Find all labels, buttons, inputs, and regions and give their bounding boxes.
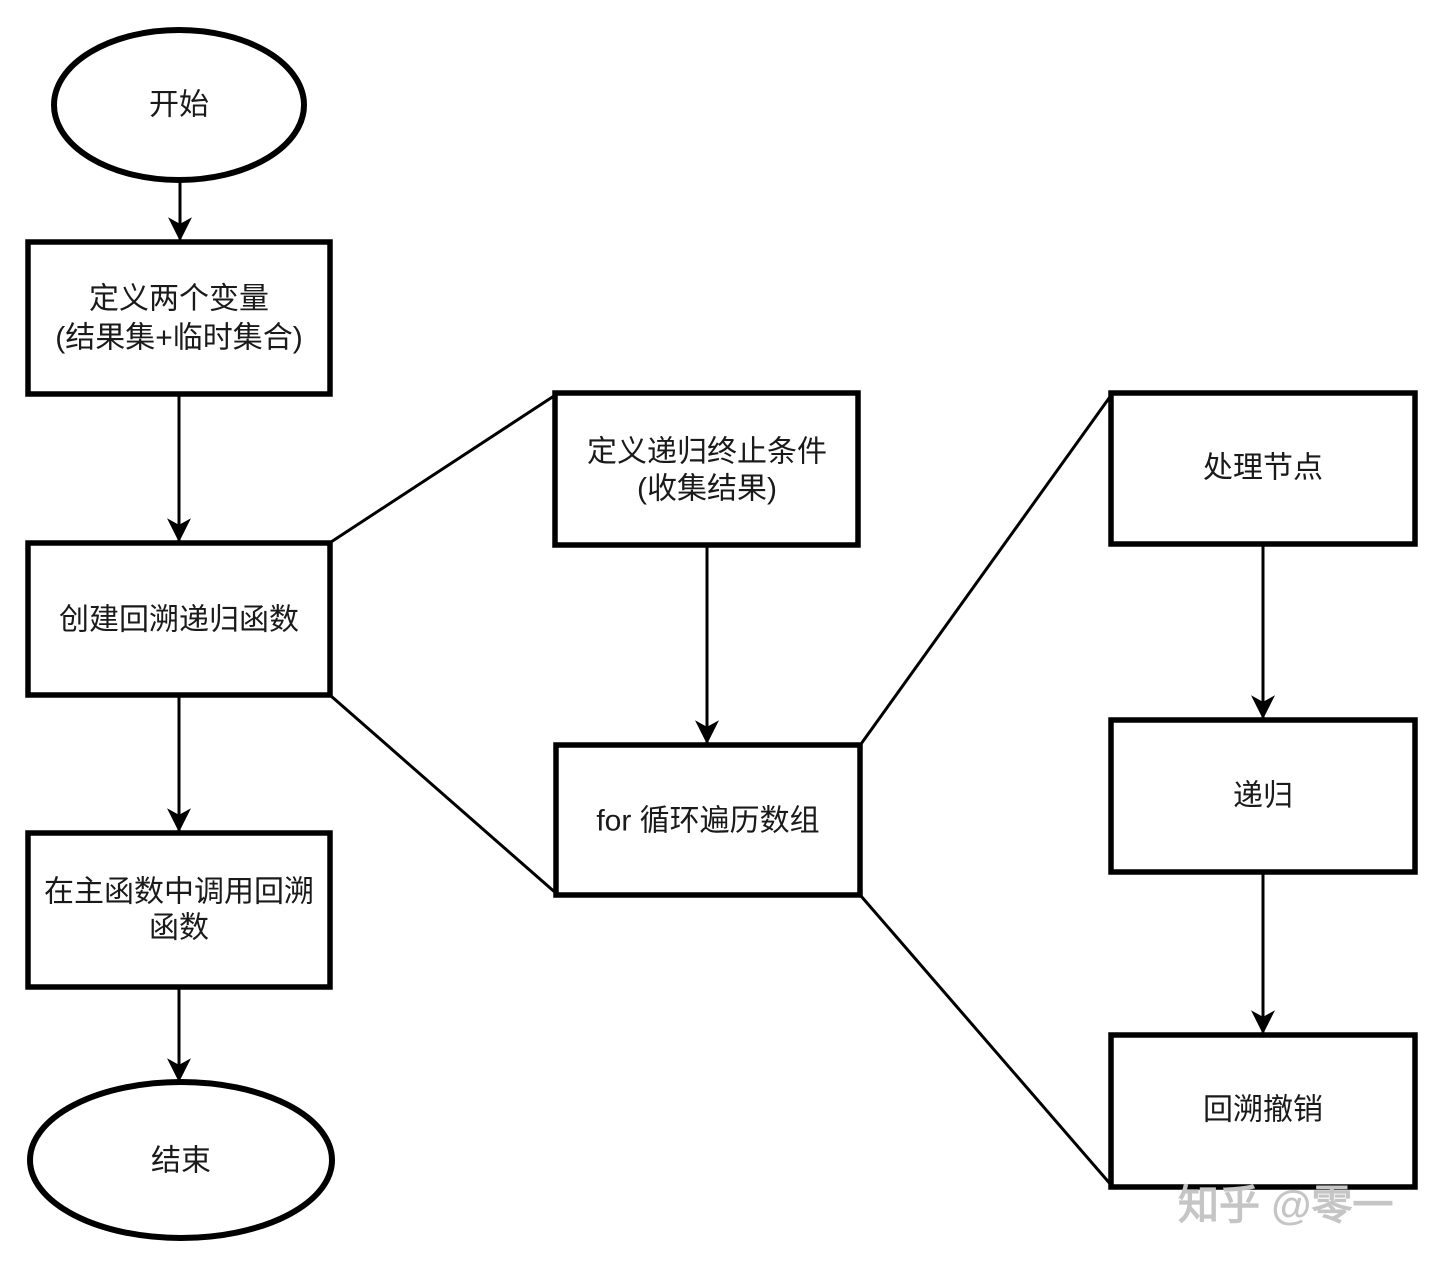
edge-create-to-termination-line xyxy=(330,392,558,544)
create-backtrack-fn-node-label: 创建回溯递归函数 xyxy=(59,604,299,637)
zhihu-watermark: 知乎 @零一 xyxy=(1178,1182,1393,1228)
define-vars-node-rect xyxy=(25,239,333,397)
end-node-label: 结束 xyxy=(151,1145,211,1178)
call-in-main-node-label-line1: 在主函数中调用回溯 xyxy=(44,876,314,909)
termination-condition-node-label-line2: (收集结果) xyxy=(637,473,777,506)
for-loop-node-label: for 循环遍历数组 xyxy=(596,805,819,838)
edge-create-to-forloop-line xyxy=(330,694,558,896)
termination-condition-node-label-line1: 定义递归终止条件 xyxy=(587,436,827,469)
start-node-label: 开始 xyxy=(149,89,209,122)
end-node-ellipse xyxy=(27,1079,335,1241)
recursion-node-label: 递归 xyxy=(1233,780,1293,813)
edge-undo-to-forloop-line xyxy=(859,895,1114,1187)
process-node-node-label: 处理节点 xyxy=(1203,452,1323,485)
process-node-node-rect xyxy=(1108,390,1418,547)
recursion-node-rect xyxy=(1108,717,1418,875)
define-vars-node-label-line2: (结果集+临时集合) xyxy=(55,322,303,355)
backtrack-undo-node-rect xyxy=(1108,1032,1418,1190)
call-in-main-node-rect xyxy=(25,830,333,990)
backtrack-undo-node-label: 回溯撤销 xyxy=(1203,1094,1323,1127)
edge-forloop-to-process-line xyxy=(859,393,1114,745)
start-node-ellipse xyxy=(51,27,307,183)
termination-condition-node-rect xyxy=(552,390,861,548)
call-in-main-node-label-line2: 函数 xyxy=(149,912,209,945)
for-loop-node-rect xyxy=(553,742,863,898)
create-backtrack-fn-node-rect xyxy=(25,540,333,698)
define-vars-node-label-line1: 定义两个变量 xyxy=(89,283,269,316)
